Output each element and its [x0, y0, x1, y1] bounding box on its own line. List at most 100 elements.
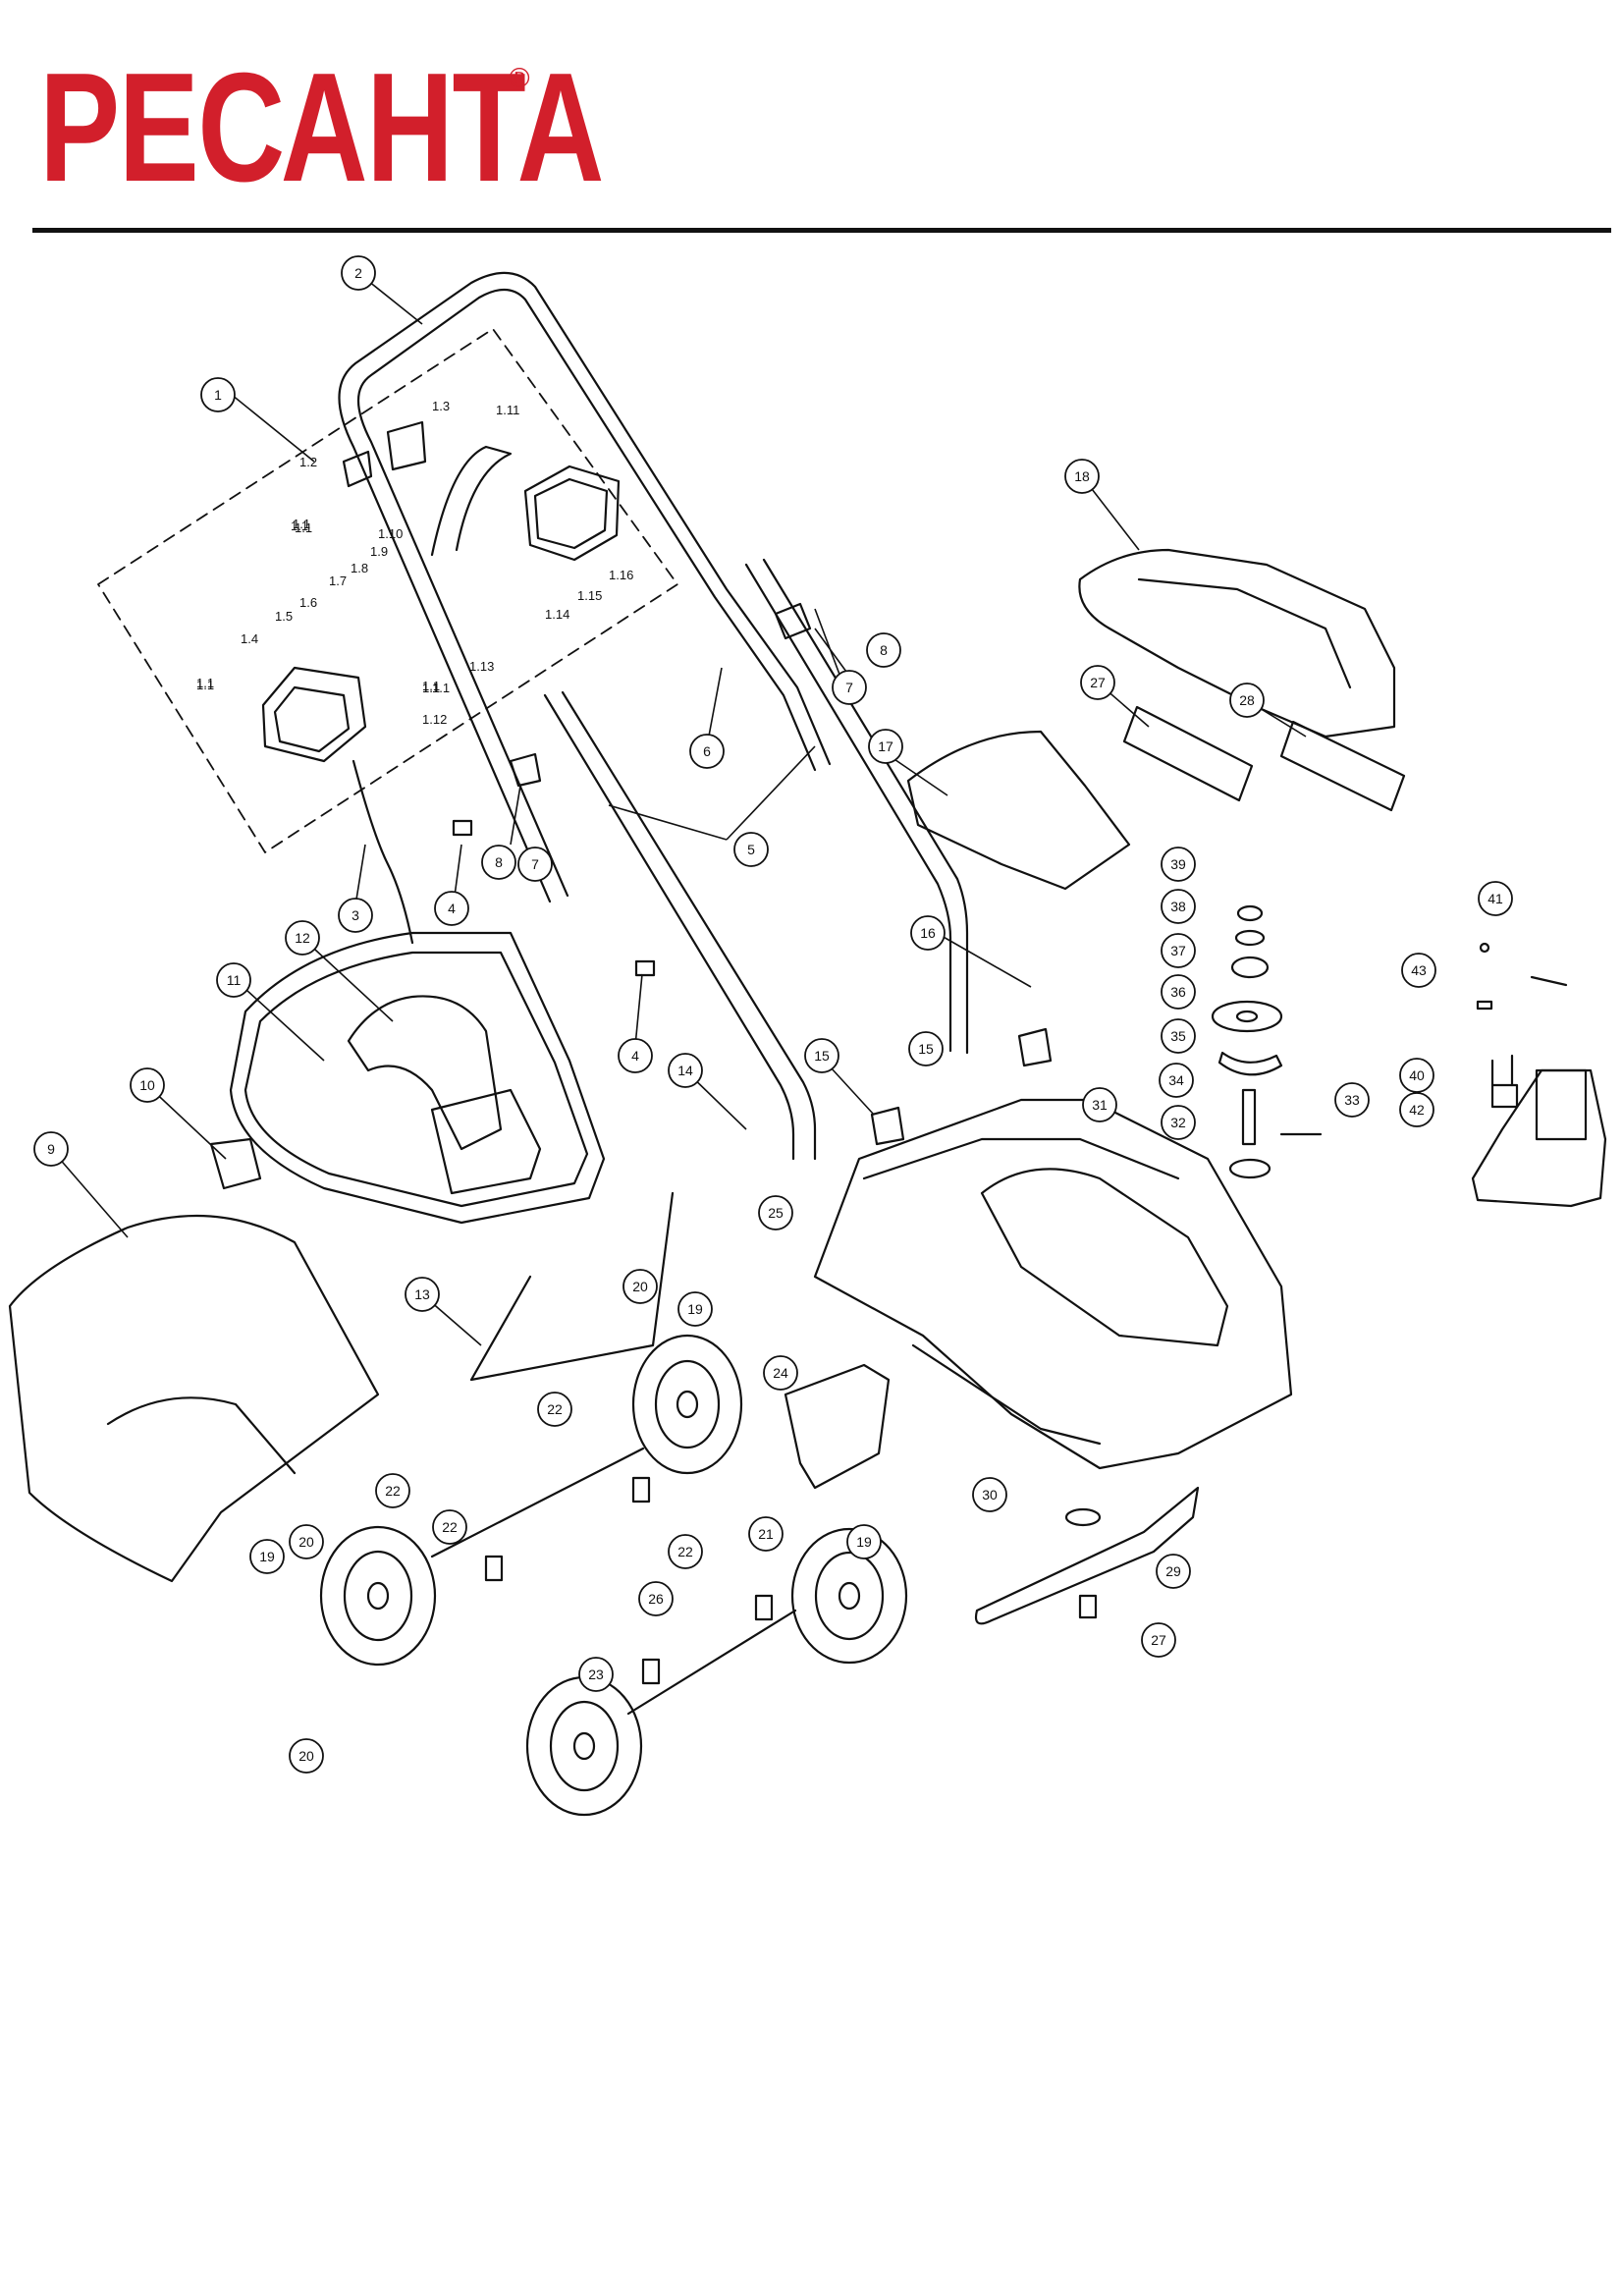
callout-marker: 14: [668, 1053, 703, 1088]
motor-shaft: [1241, 1088, 1257, 1146]
callout-number: 41: [1488, 891, 1503, 906]
sublabel: 1.1: [422, 679, 440, 693]
handle-clamp: [870, 1106, 905, 1146]
callout-marker: 33: [1334, 1082, 1370, 1118]
sublabel: 1.3: [432, 399, 450, 413]
grass-box-lid: [347, 995, 503, 1151]
leader-lines: [50, 276, 1307, 1346]
callout-marker: 20: [289, 1738, 324, 1774]
callout-marker: 29: [1156, 1554, 1191, 1589]
side-flap: [784, 1363, 891, 1490]
callout-number: 27: [1090, 675, 1106, 690]
callout-marker: 20: [289, 1524, 324, 1559]
callout-marker: 4: [618, 1038, 653, 1073]
callout-number: 42: [1409, 1102, 1425, 1118]
callout-number: 29: [1165, 1563, 1181, 1579]
callout-marker: 19: [677, 1291, 713, 1327]
sublabel: 1.1: [291, 519, 308, 533]
callout-number: 8: [880, 642, 888, 658]
handle-clamp: [1017, 1027, 1053, 1067]
callout-number: 18: [1074, 468, 1090, 484]
callout-marker: 2: [341, 255, 376, 291]
callout-marker: 38: [1161, 889, 1196, 924]
rear-axle: [430, 1447, 645, 1558]
callout-number: 25: [768, 1205, 784, 1221]
sublabel: 1.2: [299, 455, 317, 469]
switch-lever: [430, 445, 513, 557]
callout-number: 4: [631, 1048, 639, 1064]
callout-number: 32: [1170, 1115, 1186, 1130]
registered-mark: ®: [506, 62, 533, 94]
callout-number: 19: [856, 1534, 872, 1550]
sublabel: 1.1: [432, 681, 450, 695]
warning-label: [1279, 720, 1406, 812]
brand-name: РЕСАНТА: [39, 41, 604, 214]
callout-number: 11: [227, 972, 242, 988]
sublabel: 1.6: [299, 595, 317, 610]
header-divider: [32, 228, 1611, 233]
sublabel: 1.9: [370, 544, 388, 559]
callout-marker: 22: [537, 1392, 572, 1427]
callout-marker: 39: [1161, 847, 1196, 882]
callout-marker: 36: [1161, 974, 1196, 1010]
callout-number: 24: [773, 1365, 788, 1381]
callout-marker: 15: [804, 1038, 839, 1073]
callout-marker: 13: [405, 1277, 440, 1312]
callout-marker: 3: [338, 898, 373, 933]
callout-marker: 31: [1082, 1087, 1117, 1122]
callout-number: 19: [687, 1301, 703, 1317]
callout-number: 7: [531, 856, 539, 872]
grass-bag-frame: [469, 1191, 675, 1382]
callout-number: 13: [414, 1286, 430, 1302]
carbon-brush: [1490, 1083, 1519, 1109]
sublabel: 1.1: [293, 517, 310, 531]
electric-motor: [1471, 1068, 1607, 1208]
callout-number: 33: [1344, 1092, 1360, 1108]
callout-marker: 41: [1478, 881, 1513, 916]
sublabel: 1.15: [577, 588, 602, 603]
callout-marker: 43: [1401, 953, 1436, 988]
front-wheel-right: [790, 1527, 908, 1665]
callout-number: 12: [295, 930, 310, 946]
handle-bracket: [209, 1137, 262, 1190]
sublabel: 1.1: [196, 678, 214, 692]
callout-marker: 22: [432, 1509, 467, 1545]
sublabel: 1.16: [609, 568, 633, 582]
callout-number: 31: [1092, 1097, 1108, 1113]
callout-number: 22: [547, 1401, 563, 1417]
callout-number: 1: [214, 387, 222, 403]
callout-number: 20: [632, 1279, 648, 1294]
blade-bolt: [1078, 1594, 1098, 1619]
callout-number: 2: [354, 265, 362, 281]
sublabel: 1.5: [275, 609, 293, 624]
callout-marker: 7: [517, 847, 553, 882]
callout-marker: 22: [375, 1473, 410, 1508]
callout-marker: 1: [200, 377, 236, 412]
callout-marker: 4: [434, 891, 469, 926]
sublabel: 1.13: [469, 659, 494, 674]
callout-number: 37: [1170, 943, 1186, 958]
callout-number: 8: [495, 854, 503, 870]
cable-clip: [386, 420, 427, 471]
callout-marker: 5: [733, 832, 769, 867]
rear-wheel-left: [525, 1675, 643, 1817]
callout-number: 14: [677, 1063, 693, 1078]
callout-number: 26: [648, 1591, 664, 1607]
callout-number: 6: [703, 743, 711, 759]
wire-terminal: [1530, 975, 1568, 987]
sublabel: 1.11: [496, 403, 519, 417]
callout-number: 16: [920, 925, 936, 941]
callout-marker: 37: [1161, 933, 1196, 968]
callout-number: 9: [47, 1141, 55, 1157]
callout-number: 17: [878, 738, 893, 754]
callout-marker: 10: [130, 1067, 165, 1103]
sublabel: 1.12: [422, 712, 447, 727]
callout-number: 19: [259, 1549, 275, 1564]
callout-marker: 32: [1161, 1105, 1196, 1140]
callout-marker: 6: [689, 734, 725, 769]
callout-number: 39: [1170, 856, 1186, 872]
callout-marker: 16: [910, 915, 946, 951]
callout-number: 7: [845, 680, 853, 695]
